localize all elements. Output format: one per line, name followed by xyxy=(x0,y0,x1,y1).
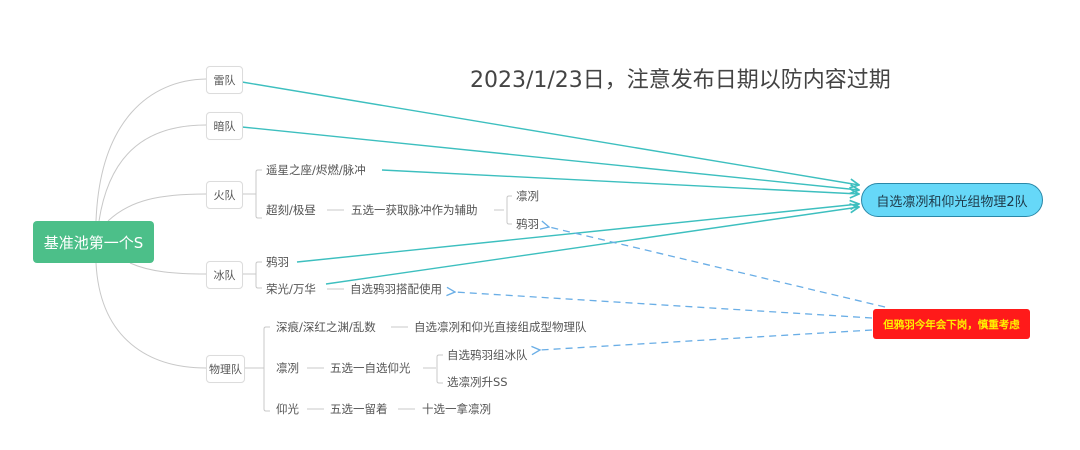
branch-wuli-node[interactable]: 物理队 xyxy=(206,355,245,383)
wuli-child-3[interactable]: 仰光 xyxy=(276,402,299,416)
wuli-child-2-next[interactable]: 五选一自选仰光 xyxy=(330,361,411,375)
wuli-option-2[interactable]: 选凛冽升SS xyxy=(447,375,508,389)
huo-child-2[interactable]: 超刻/极昼 xyxy=(266,203,316,217)
branch-lei-node[interactable]: 雷队 xyxy=(206,66,243,94)
huo-child-2-next[interactable]: 五选一获取脉冲作为辅助 xyxy=(351,203,478,217)
wuli-child-1[interactable]: 深痕/深红之渊/乱数 xyxy=(276,320,376,334)
branch-huo-node[interactable]: 火队 xyxy=(206,181,243,209)
wuli-option-1[interactable]: 自选鸦羽组冰队 xyxy=(447,348,528,362)
huo-option-2[interactable]: 鸦羽 xyxy=(516,217,539,231)
warning-callout[interactable]: 但鸦羽今年会下岗，慎重考虑 xyxy=(873,309,1030,339)
huo-child-1[interactable]: 遥星之座/烬燃/脉冲 xyxy=(266,163,366,177)
bing-child-1[interactable]: 鸦羽 xyxy=(266,255,289,269)
page-title: 2023/1/23日，注意发布日期以防内容过期 xyxy=(470,68,891,93)
target-node[interactable]: 自选凛冽和仰光组物理2队 xyxy=(861,183,1043,217)
huo-option-1[interactable]: 凛冽 xyxy=(516,189,539,203)
bing-child-2-next[interactable]: 自选鸦羽搭配使用 xyxy=(350,282,442,296)
wuli-child-3-next[interactable]: 五选一留着 xyxy=(330,402,388,416)
wuli-child-1-next[interactable]: 自选凛冽和仰光直接组成型物理队 xyxy=(414,320,587,334)
bing-child-2[interactable]: 荣光/万华 xyxy=(266,282,316,296)
branch-bing-node[interactable]: 冰队 xyxy=(206,261,243,289)
root-node[interactable]: 基准池第一个S xyxy=(33,221,154,263)
wuli-child-2[interactable]: 凛冽 xyxy=(276,361,299,375)
wuli-child-3-next2[interactable]: 十选一拿凛冽 xyxy=(422,402,491,416)
branch-an-node[interactable]: 暗队 xyxy=(206,112,243,140)
